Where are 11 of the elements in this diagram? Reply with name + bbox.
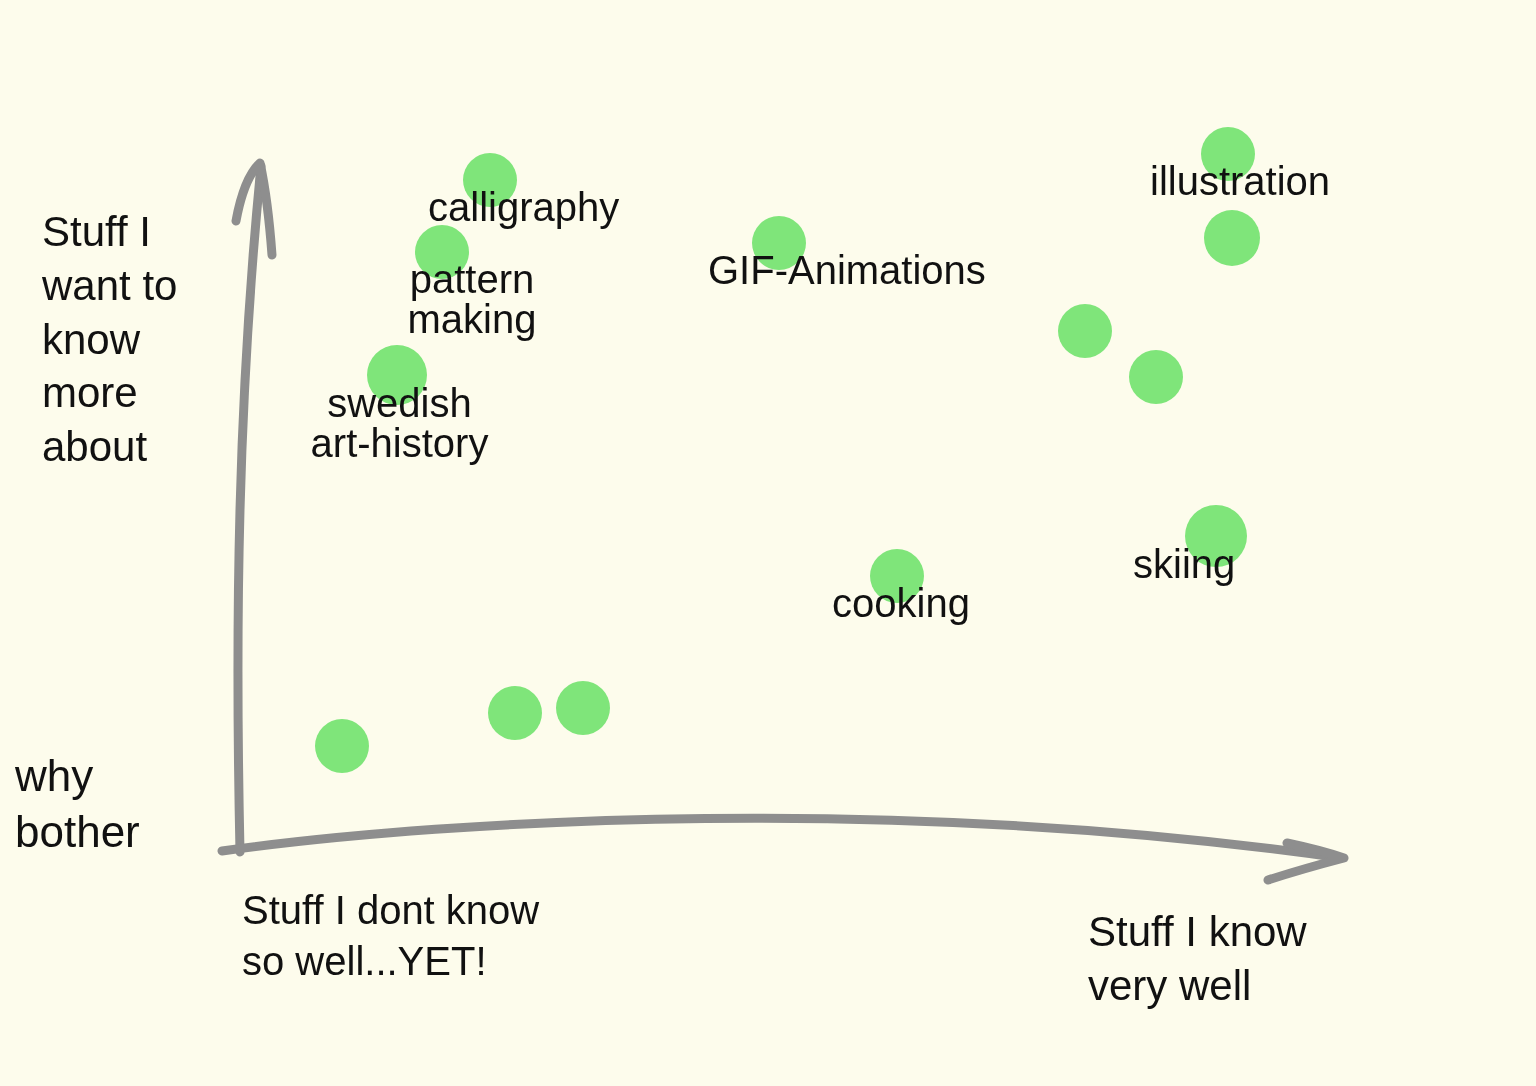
item-label: skiing xyxy=(1133,544,1236,584)
item-label: illustration xyxy=(1150,161,1331,201)
item-label: cooking xyxy=(832,583,970,623)
axis-label: Stuff I know very well xyxy=(1088,907,1308,1011)
item-label: swedish art-history xyxy=(309,383,490,463)
axis-label: Stuff I dont know so well...YET! xyxy=(242,887,541,986)
item-label: calligraphy xyxy=(428,187,620,227)
axis-label: why bother xyxy=(15,750,141,859)
axis-label: Stuff I want to know more about xyxy=(42,207,179,472)
item-label: pattern making xyxy=(406,259,538,339)
item-label: GIF-Animations xyxy=(708,250,986,290)
